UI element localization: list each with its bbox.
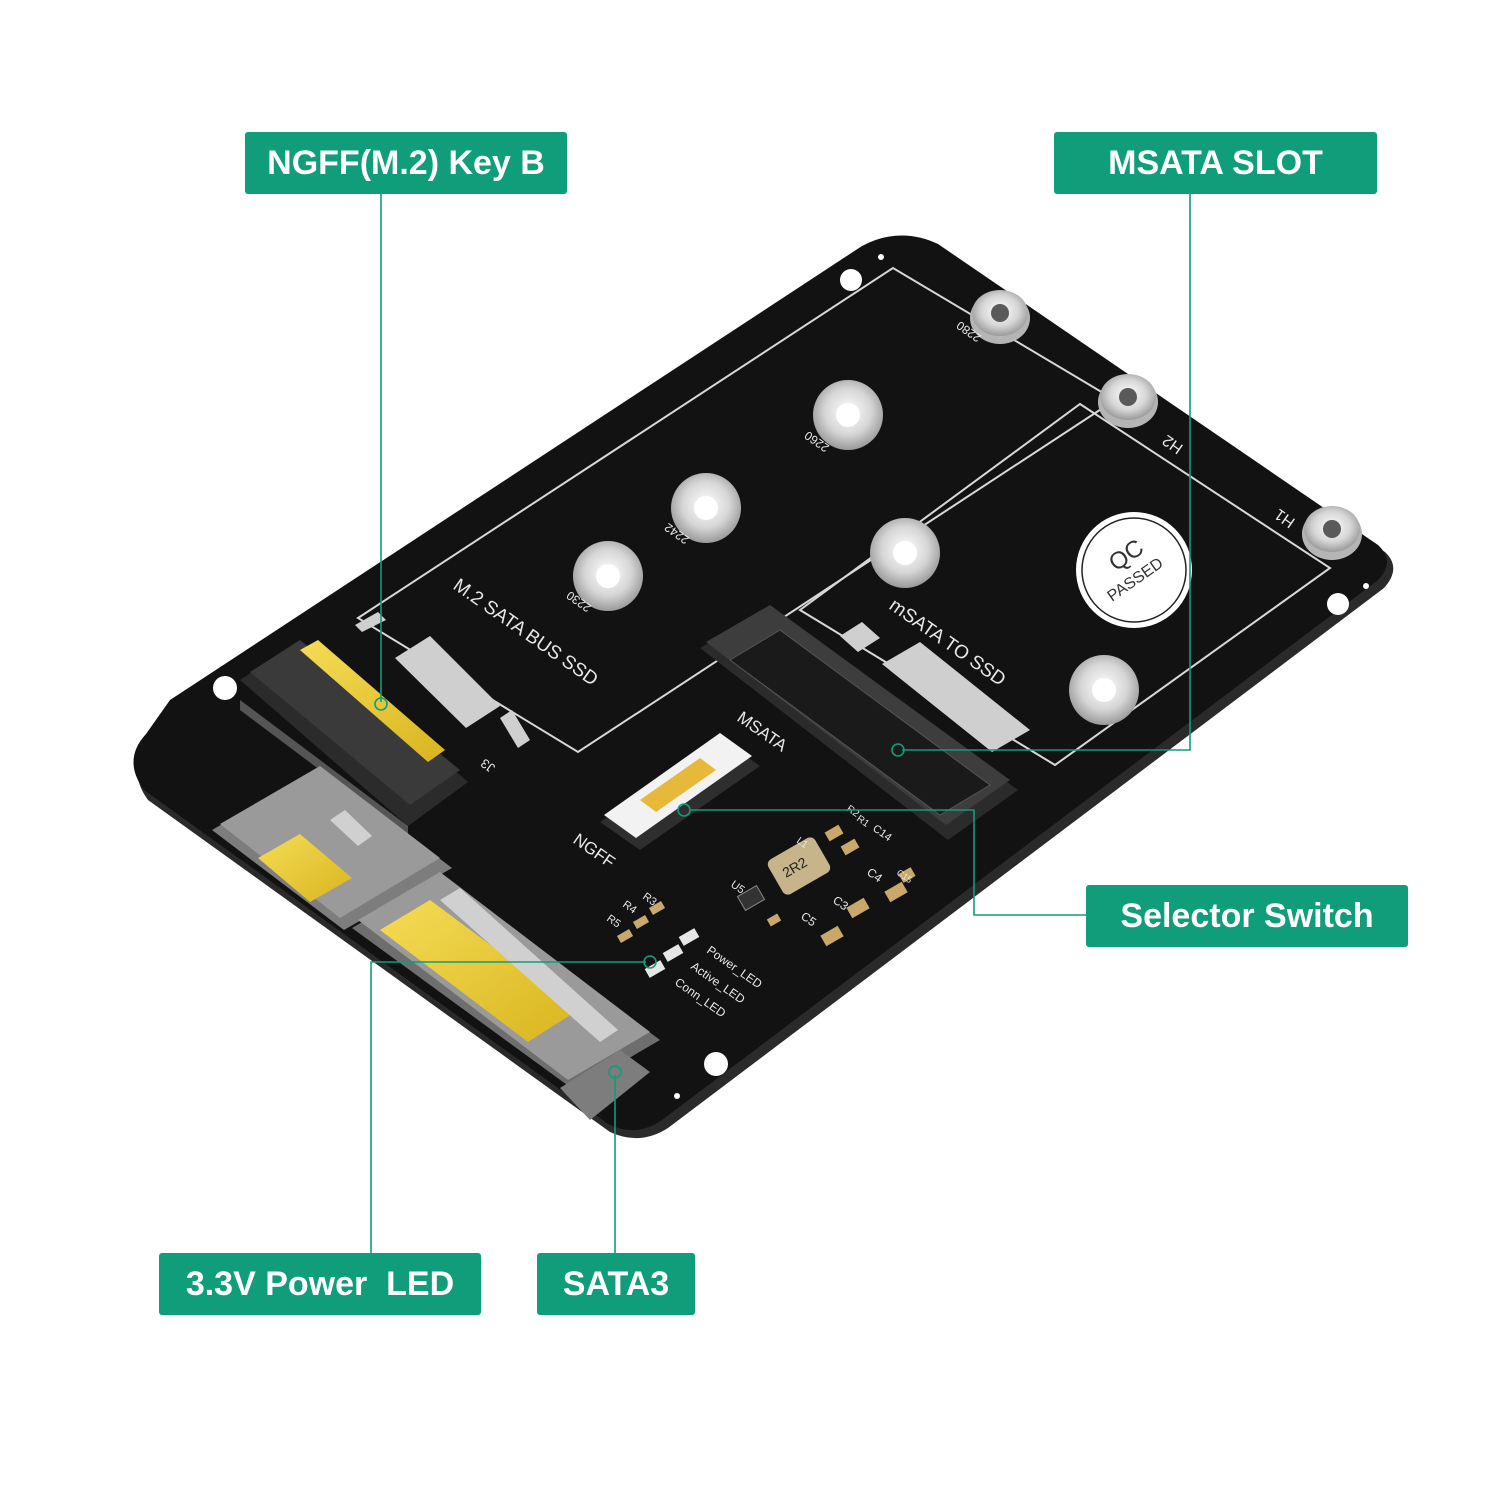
msata-board-pads: [840, 622, 1030, 752]
sata-power-connector: [212, 766, 452, 930]
status-leds: [616, 901, 700, 978]
power-led-callout: 3.3V Power LED: [159, 1253, 481, 1315]
smd-components: [736, 824, 916, 947]
selector-switch: [600, 733, 760, 850]
msata-slot-callout: MSATA SLOT: [1054, 132, 1377, 194]
callout-leader-lines: [370, 194, 1191, 1253]
msata-connector: [700, 605, 1018, 840]
sata-data-connector: [352, 872, 660, 1120]
m2-board-pads: [355, 612, 530, 748]
raised-standoffs: [970, 290, 1362, 560]
sata3-callout: SATA3: [537, 1253, 695, 1315]
qc-passed-sticker: QC PASSED: [1076, 512, 1192, 628]
mounting-holes: [213, 254, 1369, 1099]
sata-board-pins: [330, 810, 618, 1042]
m2-standoff-holes: [573, 380, 1139, 725]
ngff-m2-key-b-callout: NGFF(M.2) Key B: [245, 132, 567, 194]
selector-switch-callout: Selector Switch: [1086, 885, 1408, 947]
